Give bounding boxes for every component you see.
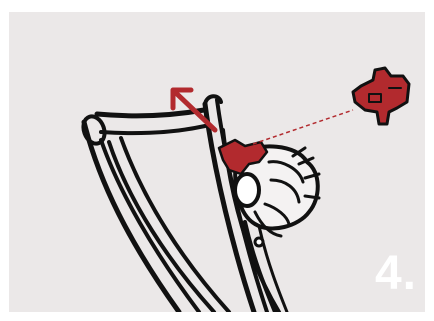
step-illustration-panel: 4. [9, 12, 425, 312]
fork-brake-diagram [9, 12, 425, 312]
guide-dashed-line [253, 110, 353, 144]
pad-spring-icon [353, 68, 409, 124]
step-number-label: 4. [375, 250, 417, 298]
